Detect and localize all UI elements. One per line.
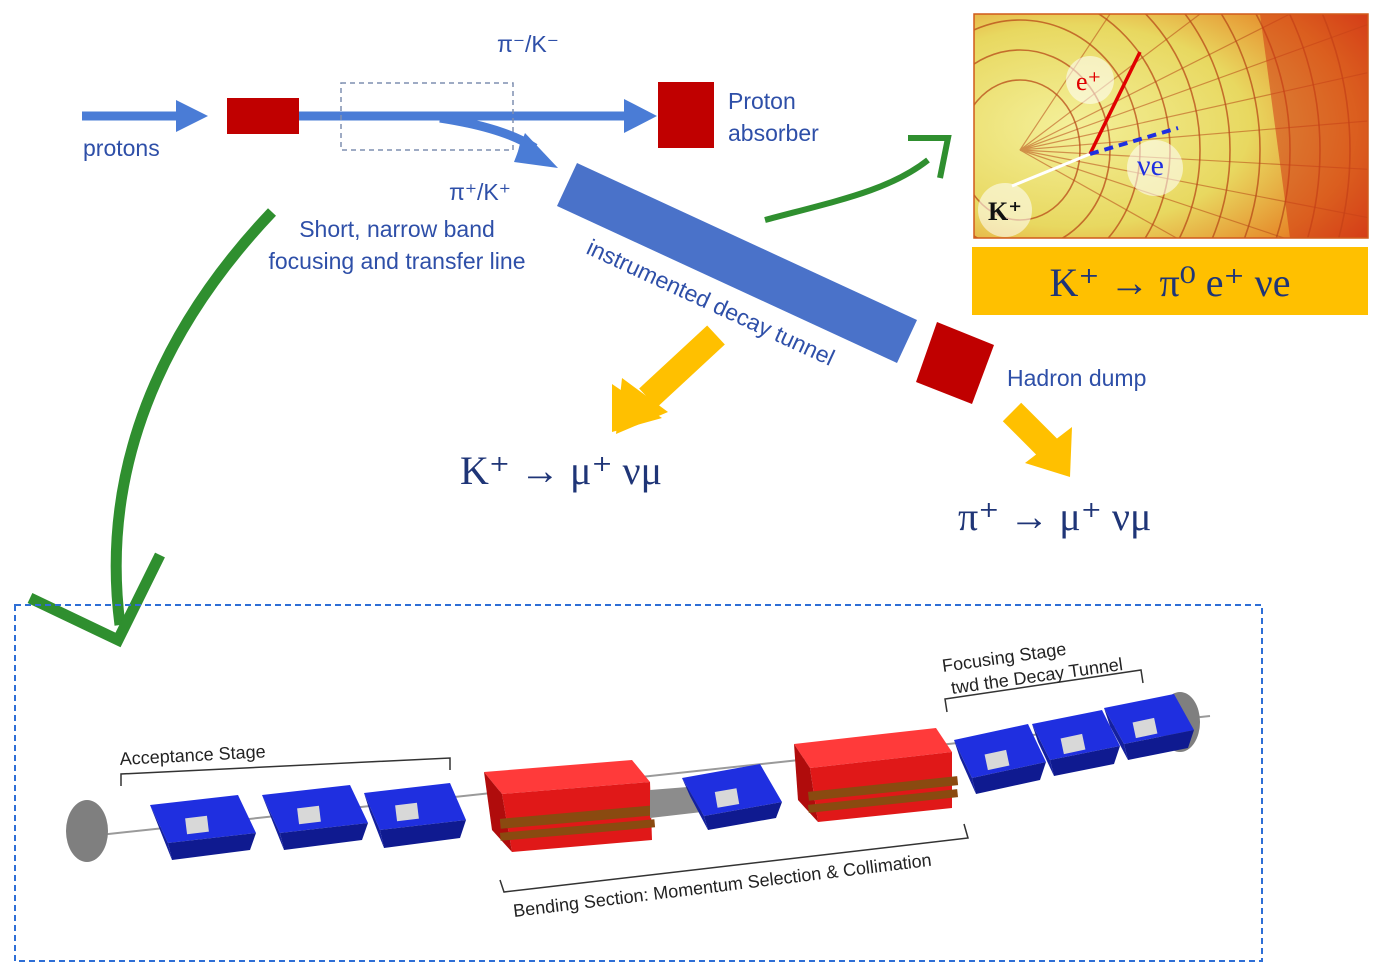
transfer-line-detail: Acceptance Stage Bending Section: Moment… [66,639,1211,921]
ke3-formula-box [972,247,1368,315]
inset-label-positron: e⁺ [1076,67,1101,96]
green-arrow-inset [764,135,952,223]
yellow-arrow-kaon [612,325,725,434]
label-hadron-dump: Hadron dump [1007,365,1146,391]
proton-beam-arrow [82,100,208,132]
proton-absorber [658,82,714,148]
ke3-event-inset: e⁺ νe K⁺ K⁺ → π⁰ e⁺ νe [972,13,1369,315]
production-target [227,98,299,134]
label-negative-beam: π⁻/K⁻ [497,31,559,57]
focusing-bracket [944,669,1144,713]
label-proton-absorber-1: Proton [728,88,796,114]
positron-track [1088,51,1142,155]
label-acceptance-stage: Acceptance Stage [119,741,266,769]
formula-pion-muon: π⁺ → μ⁺ νμ [958,494,1151,539]
label-transfer-line-2: focusing and transfer line [269,248,526,274]
entrance-window [66,800,108,862]
quadrupole-1 [150,795,256,860]
quadrupole-6 [1032,710,1120,776]
label-proton-absorber-2: absorber [728,120,819,146]
dipole-2 [794,728,959,822]
quadrupole-3 [364,783,466,848]
selection-region-box [340,82,514,151]
label-positive-beam: π⁺/K⁺ [449,179,511,205]
straight-beam-arrow [299,99,657,133]
quadrupole-5 [954,724,1046,794]
quadrupole-2 [262,785,368,850]
drift-pipe [650,786,702,818]
formula-kaon-muon: K⁺ → μ⁺ νμ [460,448,662,493]
decay-tunnel [557,163,917,363]
kaon-track [1011,152,1091,188]
bent-beam-arrow [439,113,558,168]
formula-ke3: K⁺ → π⁰ e⁺ νe [1050,260,1291,305]
quadrupole-4 [682,764,782,830]
dipole-1 [484,760,656,852]
inset-label-kaon: K⁺ [988,197,1022,226]
neutrino-track [1089,126,1179,156]
hadron-dump [916,322,994,404]
transfer-line-detail-box [14,604,1263,962]
bending-bracket [499,823,969,893]
inset-label-neutrino: νe [1137,149,1164,182]
yellow-arrow-pion [1002,402,1072,477]
acceptance-bracket [120,757,451,786]
quadrupole-7 [1104,694,1194,760]
green-arrow-zoom [27,208,276,648]
label-bending-section: Bending Section: Momentum Selection & Co… [512,850,933,921]
label-transfer-line-1: Short, narrow band [299,216,495,242]
label-protons: protons [83,135,160,161]
